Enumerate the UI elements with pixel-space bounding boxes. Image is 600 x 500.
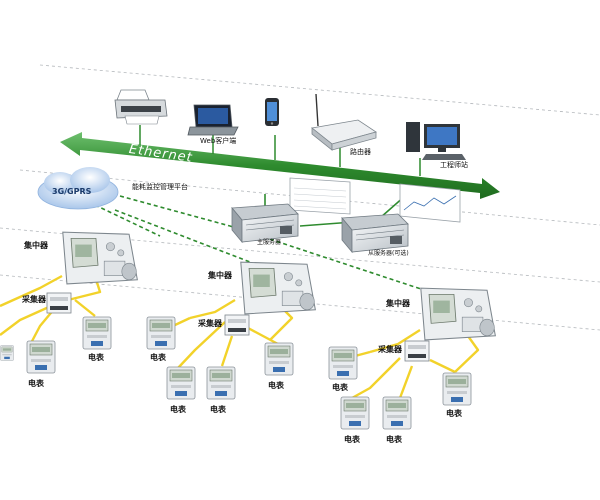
meter-icon xyxy=(264,342,294,376)
meter-icon xyxy=(0,345,14,361)
meter-label: 电表 xyxy=(446,409,462,418)
printer-icon xyxy=(114,89,168,125)
main-server-label: 主服务器 xyxy=(257,239,282,246)
backup-server-icon xyxy=(341,213,409,253)
collector-label: 采集器 xyxy=(198,319,222,328)
meter-icon xyxy=(82,316,112,350)
concentrator-label: 集中器 xyxy=(386,299,410,308)
cloud-label: 3G/GPRS xyxy=(52,187,92,196)
meter-icon xyxy=(442,372,472,406)
concentrator-icon xyxy=(420,287,496,341)
concentrator-icon xyxy=(240,261,316,315)
concentrator-icon xyxy=(62,231,138,285)
guide-line xyxy=(0,227,600,283)
router-label: 路由器 xyxy=(350,148,371,156)
platform-label: 能耗监控管理平台 xyxy=(132,183,188,191)
ethernet-backbone-arrow xyxy=(60,132,500,199)
router-icon xyxy=(311,93,377,151)
meter-label: 电表 xyxy=(386,435,402,444)
phone-icon xyxy=(265,98,279,126)
meter-icon xyxy=(166,366,196,400)
web-client-label: Web客户端 xyxy=(200,137,237,145)
meter-icon xyxy=(146,316,176,350)
meter-label: 电表 xyxy=(332,383,348,392)
platform-screens xyxy=(289,177,461,223)
concentrator-label: 集中器 xyxy=(208,271,232,280)
backup-server-label: 从服务器(可选) xyxy=(368,250,409,257)
meter-icon xyxy=(340,396,370,430)
meter-label: 电表 xyxy=(88,353,104,362)
meter-icon xyxy=(382,396,412,430)
concentrator-label: 集中器 xyxy=(24,241,48,250)
meter-label: 电表 xyxy=(344,435,360,444)
guide-line xyxy=(39,64,600,116)
meter-icon xyxy=(26,340,56,374)
workstation-label: 工程师站 xyxy=(440,161,468,169)
meter-label: 电表 xyxy=(170,405,186,414)
laptop-icon xyxy=(187,104,239,136)
cloud-icon xyxy=(37,167,119,210)
meter-label: 电表 xyxy=(210,405,226,414)
collector-label: 采集器 xyxy=(378,345,402,354)
collector-icon xyxy=(404,340,430,362)
guide-line xyxy=(19,169,600,226)
collector-icon xyxy=(46,292,72,314)
meter-label: 电表 xyxy=(268,381,284,390)
ethernet-drop-lines xyxy=(139,125,421,176)
meter-icon xyxy=(206,366,236,400)
collector-label: 采集器 xyxy=(22,295,46,304)
meter-icon xyxy=(328,346,358,380)
workstation-icon xyxy=(406,122,466,160)
meter-label: 电表 xyxy=(150,353,166,362)
meter-label: 电表 xyxy=(28,379,44,388)
collector-icon xyxy=(224,314,250,336)
meter-bus-lines xyxy=(0,274,480,400)
